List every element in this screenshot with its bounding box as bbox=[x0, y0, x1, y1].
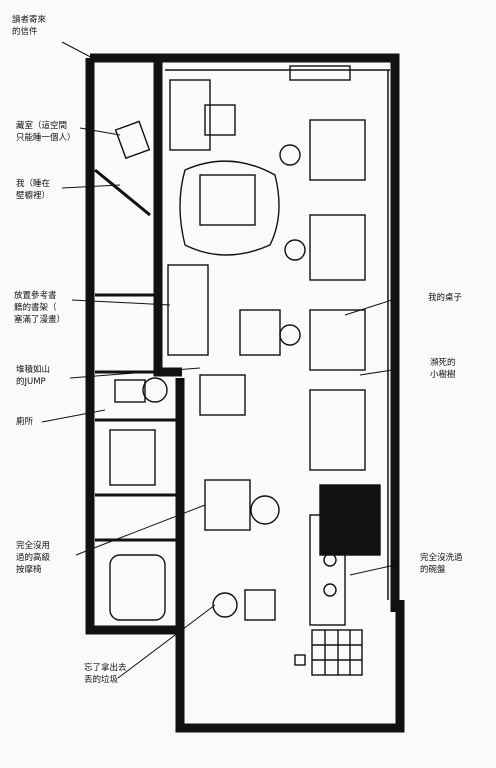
closet-shelf bbox=[94, 168, 151, 217]
label-my-desk: 我的桌子 bbox=[428, 293, 463, 303]
desk-3 bbox=[309, 309, 366, 371]
tile-floor bbox=[311, 629, 363, 676]
chair-low bbox=[279, 324, 301, 346]
label-storage: 藏室（這空間 只能睡一個人） bbox=[16, 121, 76, 143]
wall-lower bbox=[175, 378, 405, 733]
bathtub bbox=[109, 554, 166, 621]
label-me-in-wall: 我（睡在 壁櫥裡） bbox=[16, 179, 51, 201]
trash-bag bbox=[212, 592, 238, 618]
tv bbox=[204, 104, 236, 136]
label-dishes: 完全沒洗過 的碗盤 bbox=[420, 553, 463, 575]
kitchen-counter bbox=[309, 514, 346, 626]
futon bbox=[179, 160, 280, 256]
low-table bbox=[199, 174, 256, 226]
tv-stack bbox=[319, 484, 381, 556]
interior-lines bbox=[94, 69, 390, 600]
toilet-bowl bbox=[142, 377, 168, 403]
label-reference-shelf: 放置參考書 籍的書架（ 塞滿了漫畫） bbox=[14, 291, 66, 325]
label-toilet: 廁所 bbox=[16, 417, 34, 427]
furniture bbox=[109, 65, 381, 676]
jump-pile bbox=[199, 374, 246, 416]
sink bbox=[109, 429, 156, 486]
desk-4 bbox=[309, 389, 366, 471]
label-jump-pile: 堆積如山 的JUMP bbox=[16, 365, 51, 387]
plant-clutter bbox=[250, 495, 280, 525]
desk-1 bbox=[309, 119, 366, 181]
wall-left bbox=[85, 58, 180, 635]
massage-chair bbox=[204, 479, 251, 531]
label-massage-chair: 完全沒用 過的高級 按摩椅 bbox=[16, 541, 51, 575]
chair-mid bbox=[284, 239, 306, 261]
air-conditioner bbox=[289, 65, 351, 81]
label-trash: 忘了拿出去 丟的垃圾 bbox=[84, 663, 127, 685]
wall-top-right bbox=[90, 53, 400, 612]
reference-shelf bbox=[167, 264, 209, 356]
chair-top bbox=[279, 144, 301, 166]
leader-lines bbox=[41, 41, 396, 679]
top-shelf bbox=[169, 79, 211, 151]
letters-box bbox=[114, 120, 151, 160]
label-reader-letters: 讀者寄來 的信件 bbox=[12, 15, 47, 37]
desk-2 bbox=[309, 214, 366, 281]
label-dead-tree: 瀕死的 小樹樹 bbox=[430, 358, 456, 380]
small-table bbox=[239, 309, 281, 356]
